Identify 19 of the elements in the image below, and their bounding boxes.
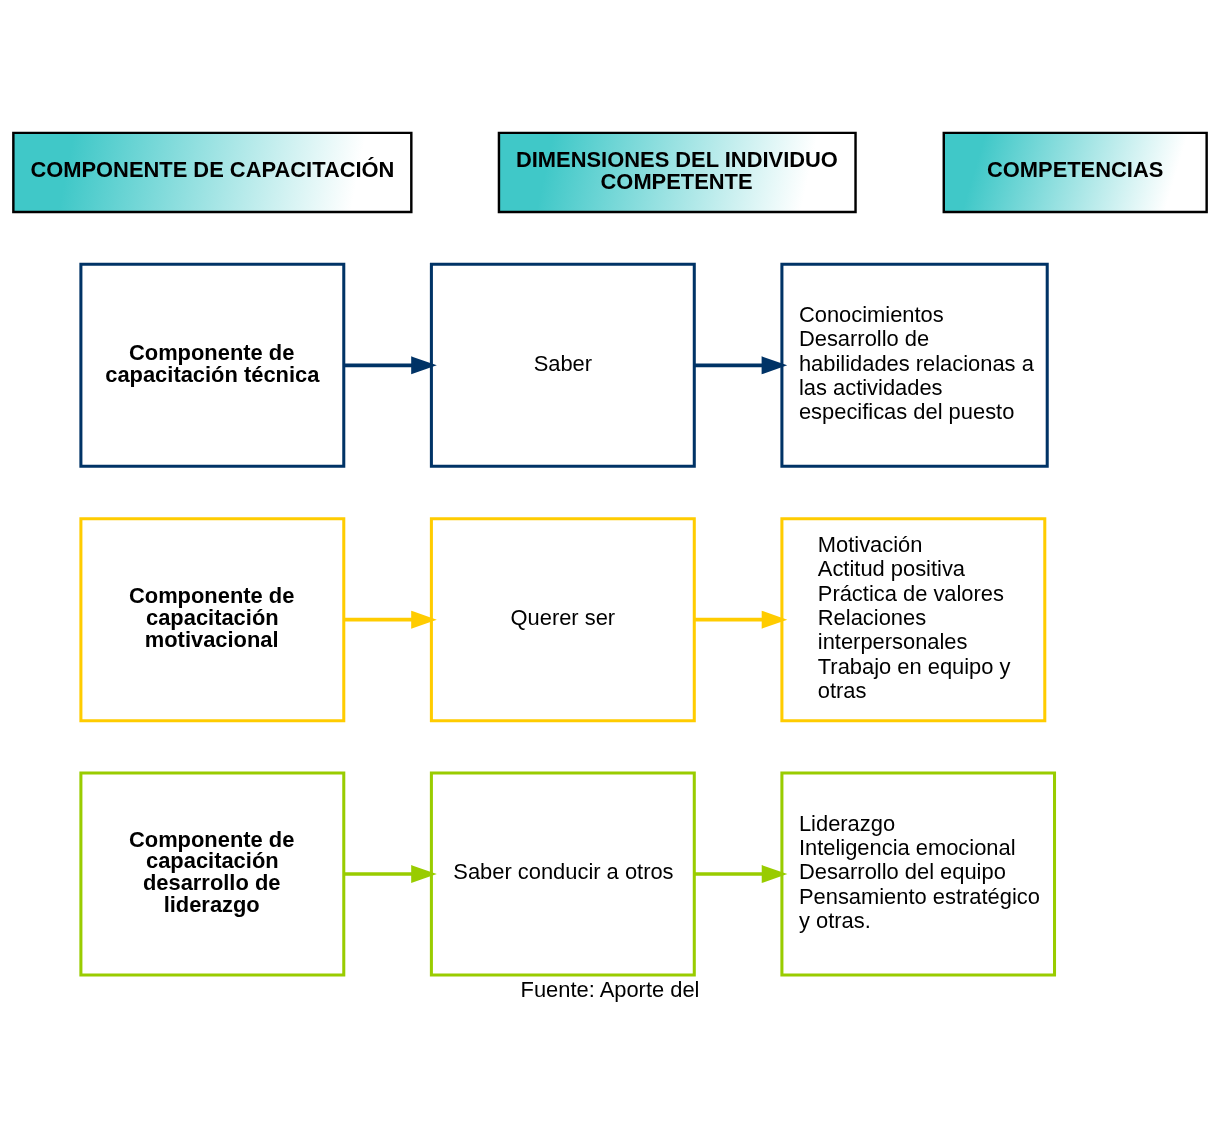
caption: Fuente: Aporte del [520, 977, 700, 1003]
node-box: Componente de capacitación motivacional [79, 517, 346, 723]
node-box: Saber [429, 262, 696, 468]
arrow [344, 865, 437, 883]
node-box: COMPETENCIAS [942, 131, 1208, 214]
node-box: Motivación Actitud positiva Práctica de valores Relaciones interpersonales Trabajo en equipo y otras [780, 517, 1047, 723]
node-box: Querer ser [429, 517, 696, 723]
arrow [694, 356, 788, 375]
node-box: Componente de capacitación técnica [79, 262, 346, 468]
node-box: Saber conducir a otros [429, 771, 696, 977]
node-box: Componente de capacitación desarrollo de liderazgo [79, 771, 346, 977]
node-box: COMPONENTE DE CAPACITACIÓN [12, 131, 413, 214]
node-box: Conocimientos Desarrollo de habilidades relacionas a las actividades especificas del puesto [780, 262, 1049, 468]
arrow [344, 610, 437, 629]
arrow [694, 610, 788, 629]
node-box: DIMENSIONES DEL INDIVIDUO COMPETENTE [497, 131, 857, 214]
arrow [344, 356, 437, 375]
arrow [694, 865, 788, 883]
node-box: Liderazgo Inteligencia emocional Desarrollo del equipo Pensamiento estratégico y otras. [780, 771, 1057, 977]
